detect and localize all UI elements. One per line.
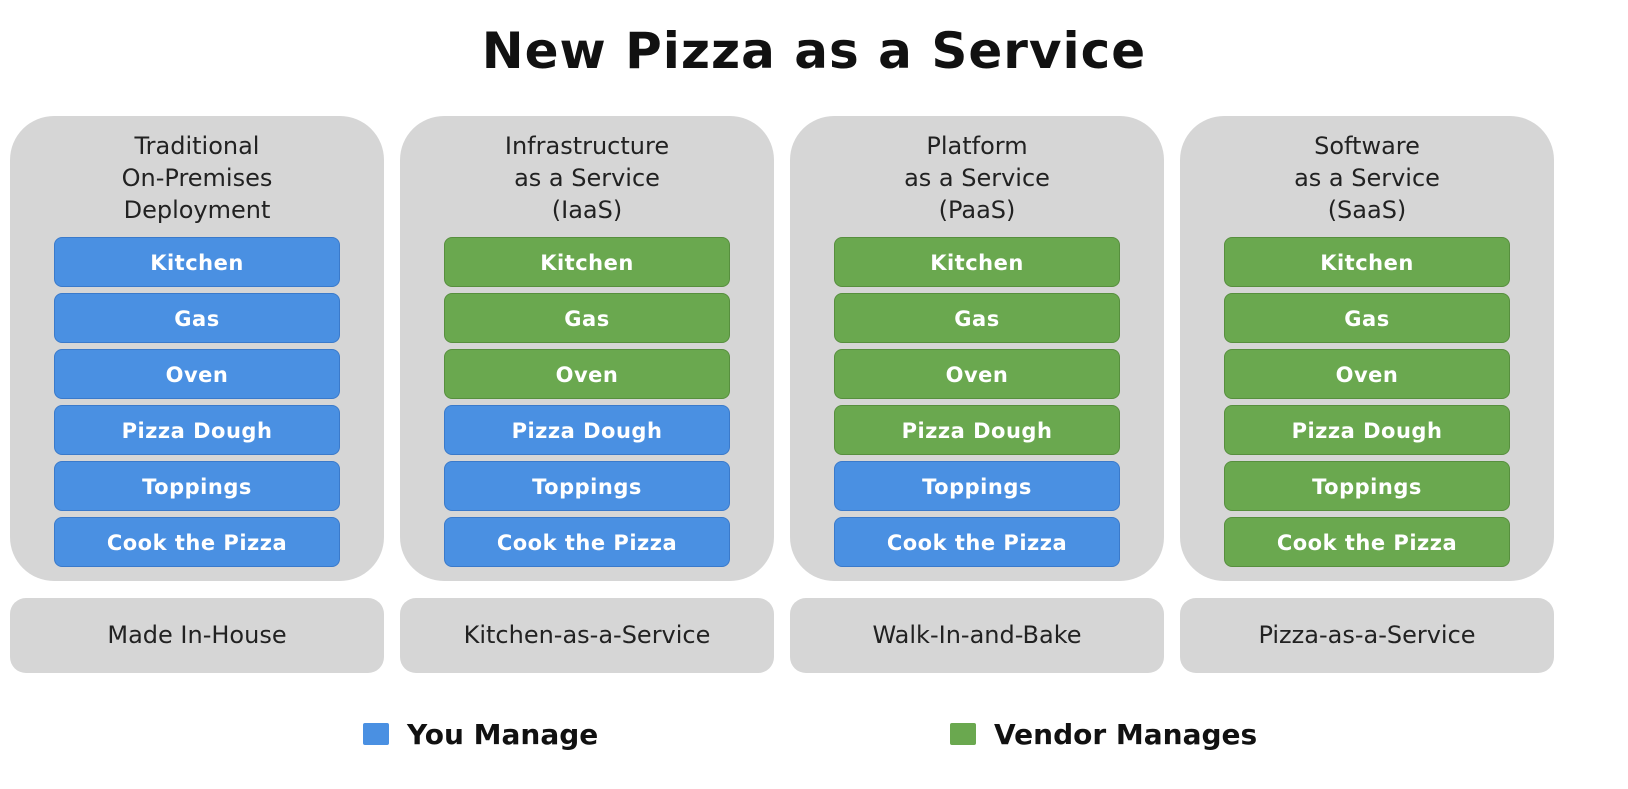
column-heading-line: as a Service <box>1294 164 1440 192</box>
legend-label: Vendor Manages <box>994 717 1258 751</box>
column-heading-line: Infrastructure <box>504 132 670 160</box>
layer-toppings: Toppings <box>444 461 730 511</box>
layer-oven: Oven <box>1224 349 1510 399</box>
layer-cook-the-pizza: Cook the Pizza <box>1224 517 1510 567</box>
column-paas: Platform as a Service (PaaS) Kitchen Gas… <box>790 116 1164 676</box>
layer-kitchen: Kitchen <box>54 237 340 287</box>
column-heading-line: as a Service <box>904 164 1050 192</box>
legend-label: You Manage <box>407 717 599 751</box>
legend-swatch-vendor <box>950 723 976 745</box>
layer-pizza-dough: Pizza Dough <box>54 405 340 455</box>
layer-toppings: Toppings <box>1224 461 1510 511</box>
service-columns: Traditional On-Premises Deployment Kitch… <box>10 116 1605 676</box>
layer-kitchen: Kitchen <box>834 237 1120 287</box>
legend-vendor-manages: Vendor Manages <box>950 714 1257 754</box>
layer-oven: Oven <box>444 349 730 399</box>
layer-toppings: Toppings <box>54 461 340 511</box>
column-heading-line: (SaaS) <box>1327 196 1407 224</box>
column-heading: Platform as a Service (PaaS) <box>790 130 1164 226</box>
legend-swatch-you <box>363 723 389 745</box>
layer-gas: Gas <box>54 293 340 343</box>
layer-stack: Kitchen Gas Oven Pizza Dough Toppings Co… <box>1224 237 1510 573</box>
layer-toppings: Toppings <box>834 461 1120 511</box>
column-heading-line: Platform <box>926 132 1028 160</box>
column-saas: Software as a Service (SaaS) Kitchen Gas… <box>1180 116 1554 676</box>
layer-stack: Kitchen Gas Oven Pizza Dough Toppings Co… <box>834 237 1120 573</box>
column-footer: Made In-House <box>10 598 384 673</box>
layer-cook-the-pizza: Cook the Pizza <box>54 517 340 567</box>
layer-gas: Gas <box>444 293 730 343</box>
layer-pizza-dough: Pizza Dough <box>834 405 1120 455</box>
legend-you-manage: You Manage <box>363 714 598 754</box>
column-footer: Pizza-as-a-Service <box>1180 598 1554 673</box>
column-heading-line: On-Premises <box>121 164 273 192</box>
column-heading-line: Traditional <box>134 132 260 160</box>
column-footer: Kitchen-as-a-Service <box>400 598 774 673</box>
layer-cook-the-pizza: Cook the Pizza <box>444 517 730 567</box>
layer-stack: Kitchen Gas Oven Pizza Dough Toppings Co… <box>54 237 340 573</box>
layer-stack: Kitchen Gas Oven Pizza Dough Toppings Co… <box>444 237 730 573</box>
column-heading-line: Software <box>1314 132 1420 160</box>
layer-pizza-dough: Pizza Dough <box>1224 405 1510 455</box>
layer-kitchen: Kitchen <box>444 237 730 287</box>
column-heading: Infrastructure as a Service (IaaS) <box>400 130 774 226</box>
column-heading: Traditional On-Premises Deployment <box>10 130 384 226</box>
column-footer: Walk-In-and-Bake <box>790 598 1164 673</box>
layer-pizza-dough: Pizza Dough <box>444 405 730 455</box>
column-heading-line: Deployment <box>123 196 271 224</box>
layer-cook-the-pizza: Cook the Pizza <box>834 517 1120 567</box>
column-heading-line: as a Service <box>514 164 660 192</box>
layer-gas: Gas <box>1224 293 1510 343</box>
column-heading: Software as a Service (SaaS) <box>1180 130 1554 226</box>
column-iaas: Infrastructure as a Service (IaaS) Kitch… <box>400 116 774 676</box>
layer-oven: Oven <box>834 349 1120 399</box>
column-heading-line: (PaaS) <box>938 196 1016 224</box>
layer-gas: Gas <box>834 293 1120 343</box>
page-title: New Pizza as a Service <box>481 22 1147 80</box>
column-on-premises: Traditional On-Premises Deployment Kitch… <box>10 116 384 676</box>
column-heading-line: (IaaS) <box>551 196 623 224</box>
layer-oven: Oven <box>54 349 340 399</box>
layer-kitchen: Kitchen <box>1224 237 1510 287</box>
